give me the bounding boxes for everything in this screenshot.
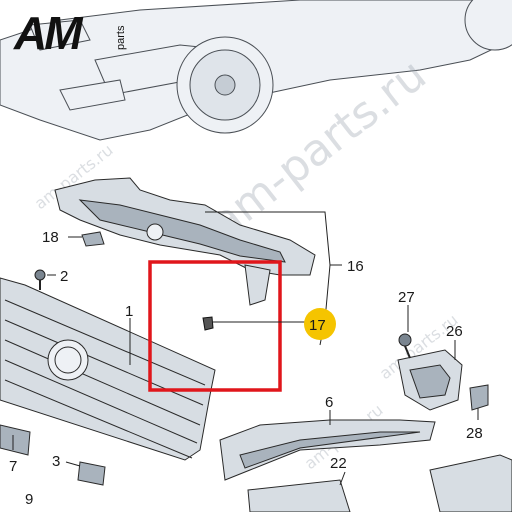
part-1-grille (0, 277, 216, 461)
callout-16: 16 (347, 258, 364, 275)
callout-1: 1 (125, 303, 133, 320)
part-2-screw (34, 269, 46, 290)
vehicle-illustration (0, 0, 512, 141)
part-27-screw (398, 333, 412, 359)
part-7-trim (0, 424, 31, 456)
callout-28: 28 (466, 425, 483, 442)
callout-17: 17 (309, 317, 326, 334)
highlight-badge (304, 308, 336, 340)
callout-2: 2 (60, 268, 68, 285)
callout-7: 7 (9, 458, 17, 475)
part-18-clip (81, 231, 105, 247)
part-6-trim-inner (239, 431, 421, 469)
callout-26: 26 (446, 323, 463, 340)
part-16-carrier (54, 177, 316, 306)
part-17-nut (202, 316, 214, 331)
am-parts-logo: AM parts (13, 7, 127, 59)
logo-brand: AM (13, 7, 84, 59)
highlight-box (148, 260, 282, 392)
part-22-lower-grille (247, 479, 351, 512)
callout-27: 27 (398, 289, 415, 306)
callout-9: 9 (25, 491, 33, 508)
part-28-clip (469, 384, 489, 411)
callout-18: 18 (42, 229, 59, 246)
part-3-trim (77, 461, 106, 486)
part-26-bracket (397, 349, 463, 411)
callout-22: 22 (330, 455, 347, 472)
callout-3: 3 (52, 453, 60, 470)
logo-suffix: parts (115, 25, 127, 50)
part-lower-right-fragment (429, 454, 512, 512)
callout-6: 6 (325, 394, 333, 411)
